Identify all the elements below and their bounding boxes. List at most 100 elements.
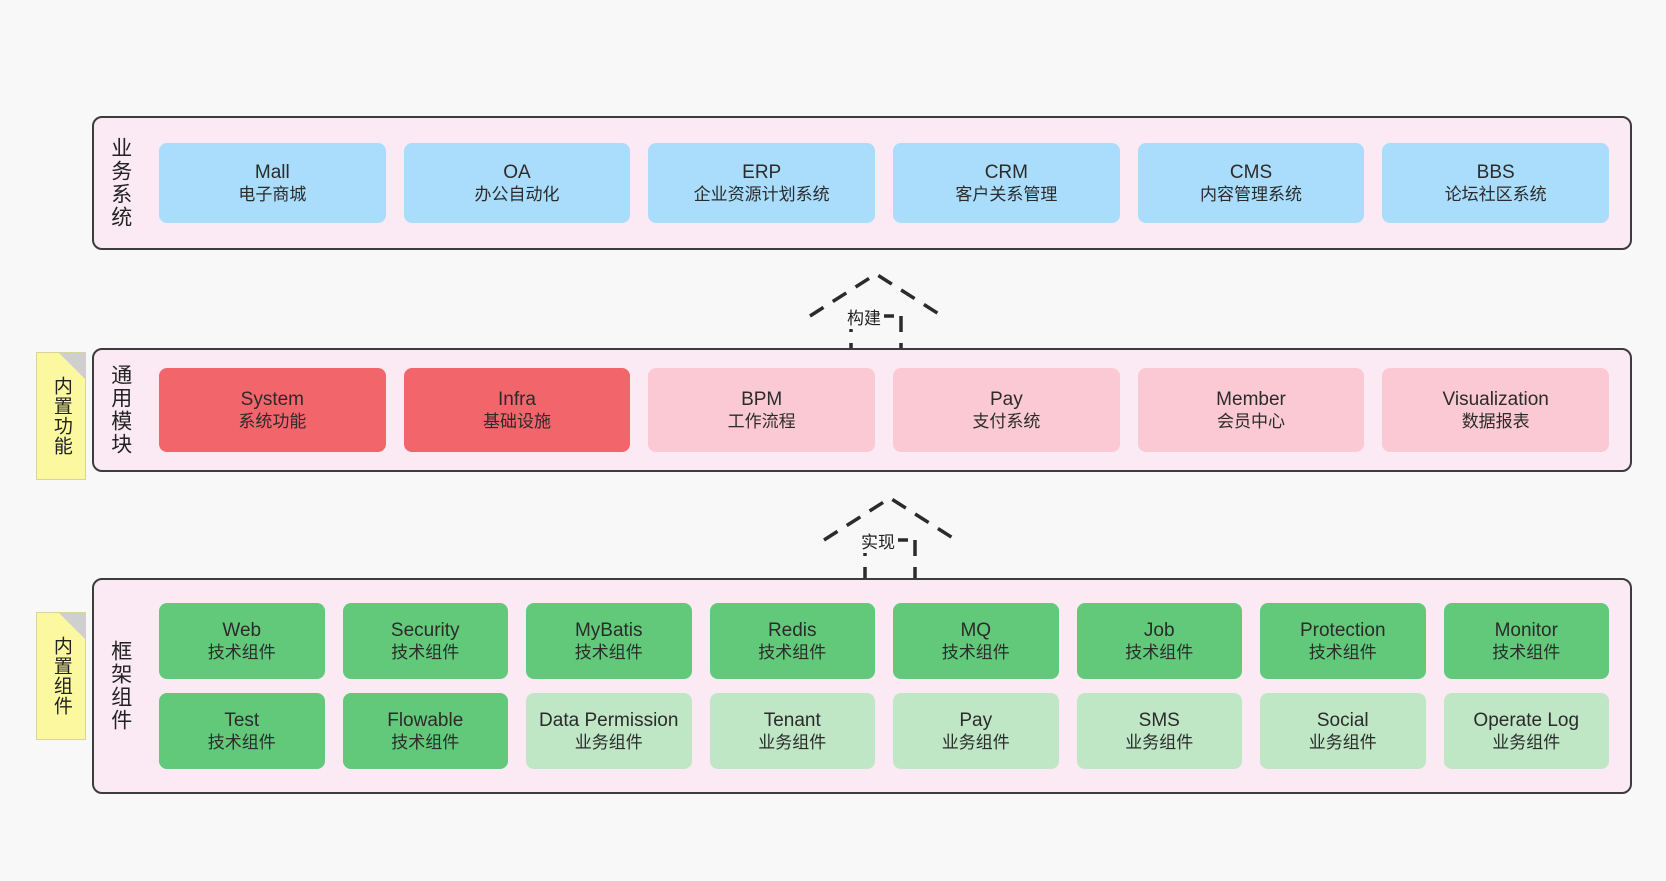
- module-card-visualization[interactable]: Visualization 数据报表: [1382, 368, 1610, 452]
- card-desc: 业务组件: [574, 733, 643, 753]
- component-card-protection[interactable]: Protection 技术组件: [1260, 603, 1426, 679]
- card-name: Member: [1216, 388, 1286, 410]
- connector-build-label: 构建: [844, 304, 884, 329]
- module-card-member[interactable]: Member 会员中心: [1137, 368, 1365, 452]
- card-desc: 办公自动化: [474, 185, 560, 205]
- card-name: Test: [224, 709, 260, 731]
- card-name: OA: [503, 161, 531, 183]
- business-card-cms[interactable]: CMS 内容管理系统: [1137, 143, 1365, 223]
- business-card-mall[interactable]: Mall 电子商城: [159, 143, 386, 223]
- card-desc: 支付系统: [972, 412, 1041, 432]
- card-name: Visualization: [1442, 388, 1549, 410]
- component-card-pay[interactable]: Pay 业务组件: [893, 693, 1059, 769]
- module-card-bpm[interactable]: BPM 工作流程: [648, 368, 876, 452]
- card-name: BPM: [741, 388, 783, 410]
- layer-framework-components: 框架组件 Web 技术组件 Security 技术组件 MyBatis 技术组件…: [92, 578, 1632, 794]
- card-desc: 业务组件: [1125, 733, 1194, 753]
- component-card-social[interactable]: Social 业务组件: [1260, 693, 1426, 769]
- card-name: Mall: [254, 161, 290, 183]
- card-desc: 企业资源计划系统: [693, 185, 830, 205]
- card-desc: 技术组件: [941, 643, 1010, 663]
- card-desc: 论坛社区系统: [1444, 185, 1547, 205]
- component-card-mq[interactable]: MQ 技术组件: [893, 603, 1059, 679]
- card-name: Pay: [959, 709, 993, 731]
- card-name: Redis: [767, 619, 817, 641]
- sticky-label: 内置功能: [50, 376, 72, 456]
- card-name: Tenant: [763, 709, 821, 731]
- card-desc: 基础设施: [483, 412, 551, 432]
- module-card-infra[interactable]: Infra 基础设施: [403, 368, 631, 452]
- module-card-system[interactable]: System 系统功能: [159, 368, 386, 452]
- component-card-monitor[interactable]: Monitor 技术组件: [1443, 603, 1609, 679]
- sticky-note-builtin-components: 内置组件: [36, 612, 86, 740]
- card-desc: 数据报表: [1461, 412, 1530, 432]
- layer-common-modules: 通用模块 System 系统功能 Infra 基础设施 BPM 工作流程 Pay…: [92, 348, 1632, 472]
- component-card-operate-log[interactable]: Operate Log 业务组件: [1443, 693, 1609, 769]
- card-name: Flowable: [387, 709, 464, 731]
- framework-grid: Web 技术组件 Security 技术组件 MyBatis 技术组件 Redi…: [146, 580, 1630, 792]
- card-desc: 电子商城: [238, 185, 307, 205]
- card-name: Operate Log: [1473, 709, 1580, 731]
- component-card-test[interactable]: Test 技术组件: [159, 693, 325, 769]
- card-desc: 客户关系管理: [955, 185, 1058, 205]
- layer-module-items: System 系统功能 Infra 基础设施 BPM 工作流程 Pay 支付系统…: [146, 350, 1630, 470]
- card-name: Pay: [989, 388, 1023, 410]
- card-name: Job: [1143, 619, 1175, 641]
- card-desc: 内容管理系统: [1200, 185, 1303, 205]
- card-name: Infra: [497, 388, 537, 410]
- layer-business-label: 业务系统: [108, 137, 132, 229]
- card-name: SMS: [1138, 709, 1180, 731]
- component-card-job[interactable]: Job 技术组件: [1076, 603, 1242, 679]
- card-desc: 技术组件: [207, 643, 276, 663]
- card-desc: 技术组件: [1125, 643, 1194, 663]
- card-desc: 工作流程: [727, 412, 796, 432]
- sticky-note-builtin-features: 内置功能: [36, 352, 86, 480]
- card-name: Monitor: [1494, 619, 1558, 641]
- card-desc: 技术组件: [758, 643, 827, 663]
- component-card-security[interactable]: Security 技术组件: [342, 603, 508, 679]
- card-name: Security: [390, 619, 460, 641]
- card-desc: 技术组件: [391, 733, 460, 753]
- component-card-redis[interactable]: Redis 技术组件: [709, 603, 875, 679]
- component-card-web[interactable]: Web 技术组件: [159, 603, 325, 679]
- connector-implement: 实现: [810, 492, 970, 588]
- card-name: System: [240, 388, 305, 410]
- layer-business-items: Mall 电子商城 OA 办公自动化 ERP 企业资源计划系统 CRM 客户关系…: [146, 118, 1630, 248]
- card-desc: 业务组件: [1308, 733, 1377, 753]
- business-card-bbs[interactable]: BBS 论坛社区系统: [1382, 143, 1610, 223]
- connector-build: 构建: [796, 268, 956, 364]
- card-name: Data Permission: [539, 709, 679, 731]
- component-card-sms[interactable]: SMS 业务组件: [1076, 693, 1242, 769]
- module-card-pay[interactable]: Pay 支付系统: [893, 368, 1120, 452]
- card-name: BBS: [1476, 161, 1515, 183]
- layer-business-systems: 业务系统 Mall 电子商城 OA 办公自动化 ERP 企业资源计划系统 CRM…: [92, 116, 1632, 250]
- component-card-data-permission[interactable]: Data Permission 业务组件: [526, 693, 692, 769]
- component-card-mybatis[interactable]: MyBatis 技术组件: [526, 603, 692, 679]
- card-name: Social: [1316, 709, 1369, 731]
- card-desc: 业务组件: [941, 733, 1010, 753]
- card-desc: 会员中心: [1217, 412, 1286, 432]
- framework-row-tech: Web 技术组件 Security 技术组件 MyBatis 技术组件 Redi…: [150, 603, 1618, 679]
- business-card-oa[interactable]: OA 办公自动化: [403, 143, 631, 223]
- card-desc: 业务组件: [758, 733, 827, 753]
- card-desc: 技术组件: [207, 733, 276, 753]
- card-desc: 技术组件: [391, 643, 460, 663]
- card-desc: 技术组件: [574, 643, 643, 663]
- card-desc: 业务组件: [1492, 733, 1561, 753]
- sticky-label: 内置组件: [50, 636, 72, 716]
- business-card-erp[interactable]: ERP 企业资源计划系统: [648, 143, 876, 223]
- card-name: MyBatis: [574, 619, 643, 641]
- connector-implement-label: 实现: [858, 528, 898, 553]
- card-desc: 技术组件: [1492, 643, 1561, 663]
- card-name: MQ: [960, 619, 992, 641]
- card-desc: 系统功能: [238, 412, 307, 432]
- component-card-tenant[interactable]: Tenant 业务组件: [709, 693, 875, 769]
- card-name: Protection: [1299, 619, 1386, 641]
- card-name: Web: [222, 619, 262, 641]
- layer-module-label: 通用模块: [108, 364, 132, 456]
- card-name: CRM: [984, 161, 1028, 183]
- component-card-flowable[interactable]: Flowable 技术组件: [342, 693, 508, 769]
- card-name: ERP: [742, 161, 782, 183]
- business-card-crm[interactable]: CRM 客户关系管理: [893, 143, 1120, 223]
